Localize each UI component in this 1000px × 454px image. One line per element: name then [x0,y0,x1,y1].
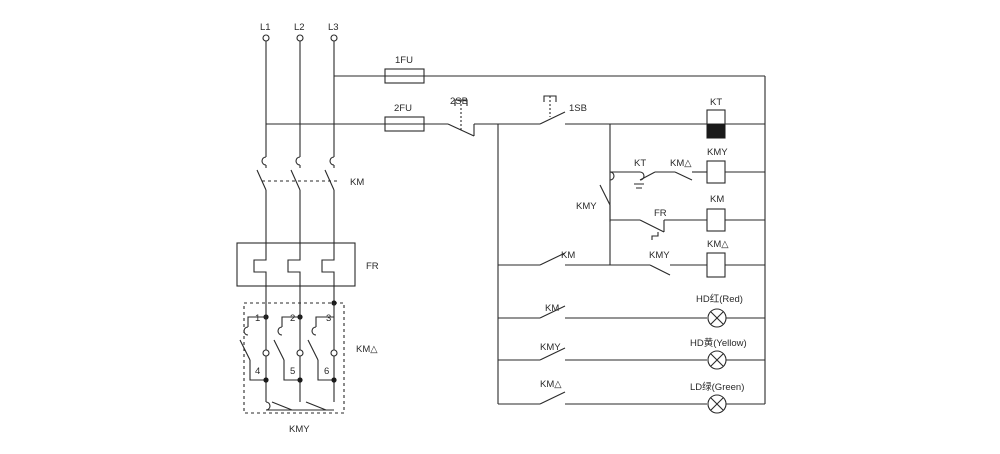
node-4 [263,377,269,383]
label-term-1: 1 [255,313,260,324]
label-kmy-lamp: KMY [540,342,561,353]
lamp-row-red [498,305,765,328]
lamp-row-yellow [498,347,765,370]
label-term-4: 4 [255,366,260,377]
terminal-5 [296,349,304,357]
control-circuit: 1FU 2FU 2SB 1SB KT [266,55,766,414]
node-6 [331,377,337,383]
terminal-6 [330,349,338,357]
label-l2: L2 [294,22,305,33]
label-kmy-coil: KMY [707,147,728,158]
km-delta-coil [706,252,726,278]
label-ld-green: LD绿(Green) [690,381,744,393]
label-kt-coil: KT [710,97,722,108]
km-coil [706,208,726,232]
label-term-2: 2 [290,313,295,324]
lamp-row-green [498,391,765,414]
kmy-coil [706,160,726,184]
node-5 [297,377,303,383]
label-km-delta-lamp: KM△ [540,379,562,390]
label-term-3: 3 [326,313,331,324]
label-km-delta-main: KM△ [356,344,378,355]
kmy-star-contacts [265,401,334,411]
fr-thermal-relay [236,242,356,287]
label-kmy-contact: KMY [576,201,597,212]
start-button-1sb [539,95,765,125]
km-branch [610,208,765,240]
label-km-main: KM [350,177,364,188]
label-km-coil: KM [710,194,724,205]
terminal-l1 [262,34,270,42]
label-kt-contact: KT [634,158,646,169]
label-km-hold: KM [561,250,575,261]
label-hd-red: HD红(Red) [696,293,743,305]
km-delta-branch [498,252,765,278]
label-km-delta-coil: KM△ [707,239,729,250]
label-term-5: 5 [290,366,295,377]
label-fr-main: FR [366,261,379,272]
terminal-l2 [296,34,304,42]
km-main-contacts [256,156,338,256]
label-fr-contact: FR [654,208,667,219]
label-l3: L3 [328,22,339,33]
terminal-4 [262,349,270,357]
power-circuit: L1 L2 L3 KM [236,22,379,435]
terminal-l3 [330,34,338,42]
label-kmy-main: KMY [289,424,310,435]
stop-button-2sb [424,99,540,137]
label-l1: L1 [260,22,271,33]
label-hd-yellow: HD黄(Yellow) [690,337,747,349]
label-km-lamp: KM [545,303,559,314]
kt-coil-fill [707,124,725,138]
label-kmy-interlock: KMY [649,250,670,261]
label-2fu: 2FU [394,103,412,114]
label-1fu: 1FU [395,55,413,66]
km-delta-main-contacts [239,303,335,381]
label-km-delta-interlock: KM△ [670,158,692,169]
label-1sb: 1SB [569,103,587,114]
label-term-6: 6 [324,366,329,377]
km-delta-box [243,302,345,414]
kmy-branch [599,160,765,222]
label-2sb: 2SB [450,96,468,107]
